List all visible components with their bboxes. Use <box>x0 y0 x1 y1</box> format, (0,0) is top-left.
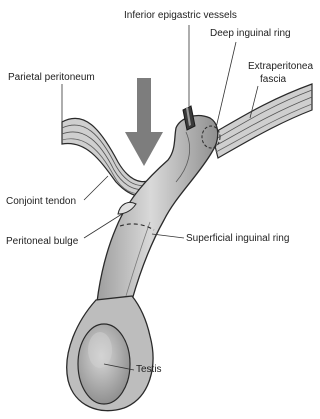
label-deep-inguinal-ring: Deep inguinal ring <box>210 28 291 40</box>
label-extraperitoneal-fascia-1: Extraperitonea <box>248 61 313 73</box>
label-extraperitoneal-fascia-2: fascia <box>260 74 286 86</box>
label-peritoneal-bulge: Peritoneal bulge <box>6 236 78 248</box>
label-superficial-inguinal-ring: Superficial inguinal ring <box>186 233 289 245</box>
abdominal-wall-right <box>212 84 312 158</box>
label-parietal-peritoneum: Parietal peritoneum <box>8 72 95 84</box>
label-conjoint-tendon: Conjoint tendon <box>6 196 76 208</box>
label-inferior-epigastric-vessels: Inferior epigastric vessels <box>124 10 237 22</box>
label-testis: Testis <box>136 364 162 376</box>
down-arrow-icon <box>125 78 163 166</box>
